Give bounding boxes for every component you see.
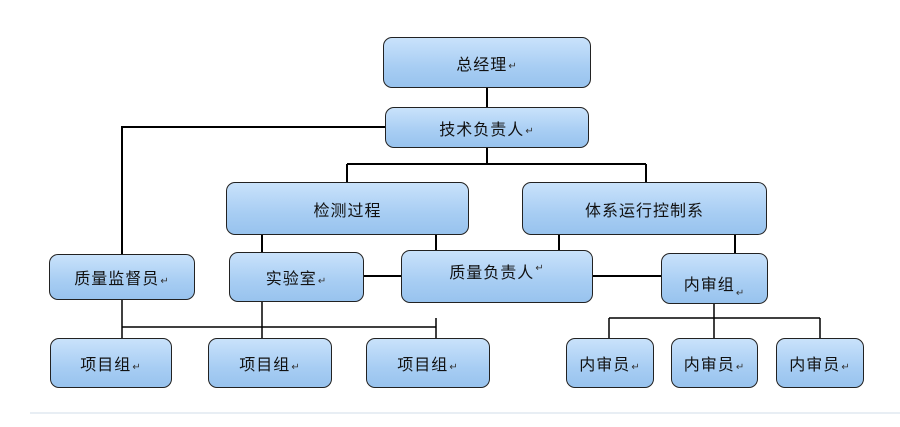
node-tech-lead: 技术负责人↵ — [385, 107, 589, 148]
paragraph-mark: ↵ — [631, 361, 641, 373]
node-laboratory: 实验室↵ — [229, 252, 364, 302]
node-project-group-1: 项目组↵ — [50, 338, 172, 388]
node-label: 体系运行控制系 — [584, 200, 704, 220]
paragraph-mark: ↵ — [508, 61, 518, 72]
node-label: 技术负责人 — [439, 119, 525, 139]
node-quality-supervisor: 质量监督员↵ — [49, 254, 195, 300]
node-label: 质量监督员 — [74, 269, 160, 288]
paragraph-mark: ↵ — [525, 126, 535, 137]
node-internal-auditor-3: 内审员↵ — [776, 338, 864, 388]
node-internal-audit-group: 内审组↵ — [661, 253, 768, 304]
node-general-manager: 总经理↵ — [383, 37, 591, 88]
node-project-group-2: 项目组↵ — [208, 338, 332, 388]
node-internal-auditor-2: 内审员↵ — [671, 338, 758, 388]
node-label: 项目组 — [239, 355, 291, 374]
node-quality-lead: 质量负责人↵ — [401, 250, 593, 303]
connector — [121, 126, 385, 254]
node-internal-auditor-1: 内审员↵ — [566, 338, 654, 388]
paragraph-mark: ↵ — [449, 361, 459, 373]
node-label: 内审组 — [683, 275, 735, 294]
node-label: 项目组 — [80, 355, 132, 374]
paragraph-mark: ↵ — [160, 275, 170, 287]
paragraph-mark: ↵ — [317, 275, 328, 287]
divider — [30, 412, 900, 414]
paragraph-mark: ↵ — [841, 361, 851, 373]
node-inspection-process: 检测过程 — [226, 182, 469, 235]
node-label: 总经理 — [456, 54, 508, 74]
node-label: 质量负责人 — [449, 263, 535, 282]
paragraph-mark: ↵ — [735, 361, 746, 373]
paragraph-mark: ↵ — [735, 288, 746, 299]
node-label: 检测过程 — [313, 200, 382, 220]
node-label: 实验室 — [265, 269, 317, 288]
node-label: 内审员 — [579, 355, 631, 374]
node-label: 项目组 — [397, 355, 449, 374]
paragraph-mark: ↵ — [535, 263, 545, 274]
node-project-group-3: 项目组↵ — [366, 338, 490, 388]
paragraph-mark: ↵ — [291, 361, 301, 373]
node-label: 内审员 — [789, 355, 841, 374]
node-system-control: 体系运行控制系 — [522, 182, 767, 235]
paragraph-mark: ↵ — [132, 361, 142, 373]
node-label: 内审员 — [683, 355, 735, 374]
